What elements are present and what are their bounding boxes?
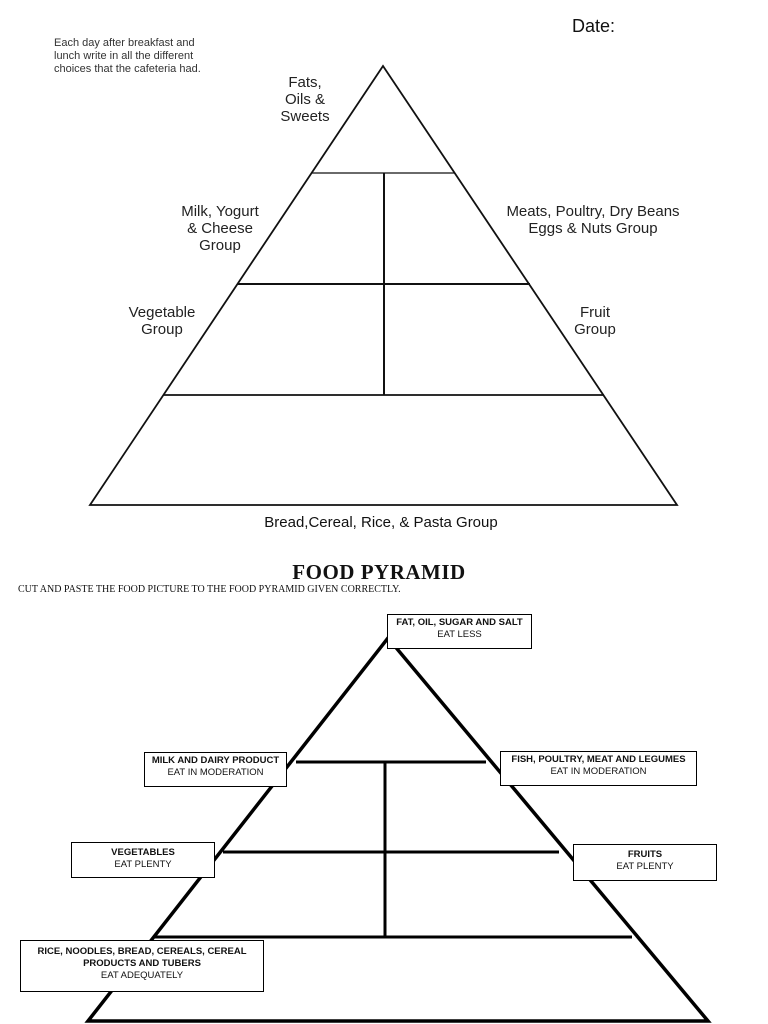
instructions-text: Each day after breakfast and lunch write… xyxy=(54,37,201,75)
box-fruits-sub: EAT PLENTY xyxy=(616,861,674,872)
box-vegetables-sub: EAT PLENTY xyxy=(114,859,172,870)
box-milk-sub: EAT IN MODERATION xyxy=(167,767,264,778)
date-label: Date: xyxy=(572,16,616,36)
page-title: FOOD PYRAMID xyxy=(292,560,466,584)
box-fruits: FRUITS EAT PLENTY xyxy=(573,844,717,881)
label-fruit-group: Fruit Group xyxy=(574,304,616,338)
box-vegetables-title: VEGETABLES xyxy=(111,847,175,858)
box-rice-noodles: RICE, NOODLES, BREAD, CEREALS, CEREAL PR… xyxy=(20,940,264,992)
label-meats-group: Meats, Poultry, Dry Beans Eggs & Nuts Gr… xyxy=(506,203,680,237)
box-rice-title: RICE, NOODLES, BREAD, CEREALS, CEREAL PR… xyxy=(37,946,247,969)
box-fat-title: FAT, OIL, SUGAR AND SALT xyxy=(396,617,523,628)
label-milk-group: Milk, Yogurt & Cheese Group xyxy=(181,203,259,254)
top-pyramid xyxy=(88,64,679,506)
label-vegetable-group: Vegetable Group xyxy=(128,304,196,338)
label-fats-oils-sweets: Fats, Oils & Sweets xyxy=(280,74,330,125)
box-fat-oil-sugar-salt: FAT, OIL, SUGAR AND SALT EAT LESS xyxy=(387,614,532,649)
box-milk-title: MILK AND DAIRY PRODUCT xyxy=(151,755,280,766)
box-fat-sub: EAT LESS xyxy=(437,629,482,640)
box-fish-title: FISH, POULTRY, MEAT AND LEGUMES xyxy=(511,754,686,765)
top-pyramid-outline xyxy=(88,64,679,506)
box-fish-sub: EAT IN MODERATION xyxy=(550,766,647,777)
box-vegetables: VEGETABLES EAT PLENTY xyxy=(71,842,215,878)
box-rice-sub: EAT ADEQUATELY xyxy=(100,970,184,981)
box-fish-poultry-meat: FISH, POULTRY, MEAT AND LEGUMES EAT IN M… xyxy=(500,751,697,786)
cut-paste-instruction: CUT AND PASTE THE FOOD PICTURE TO THE FO… xyxy=(18,584,401,595)
label-bread-group: Bread,Cereal, Rice, & Pasta Group xyxy=(264,514,498,531)
bottom-pyramid-outline xyxy=(84,635,712,1023)
bottom-pyramid xyxy=(84,635,712,1023)
box-milk-dairy: MILK AND DAIRY PRODUCT EAT IN MODERATION xyxy=(144,752,287,787)
box-fruits-title: FRUITS xyxy=(627,849,663,860)
